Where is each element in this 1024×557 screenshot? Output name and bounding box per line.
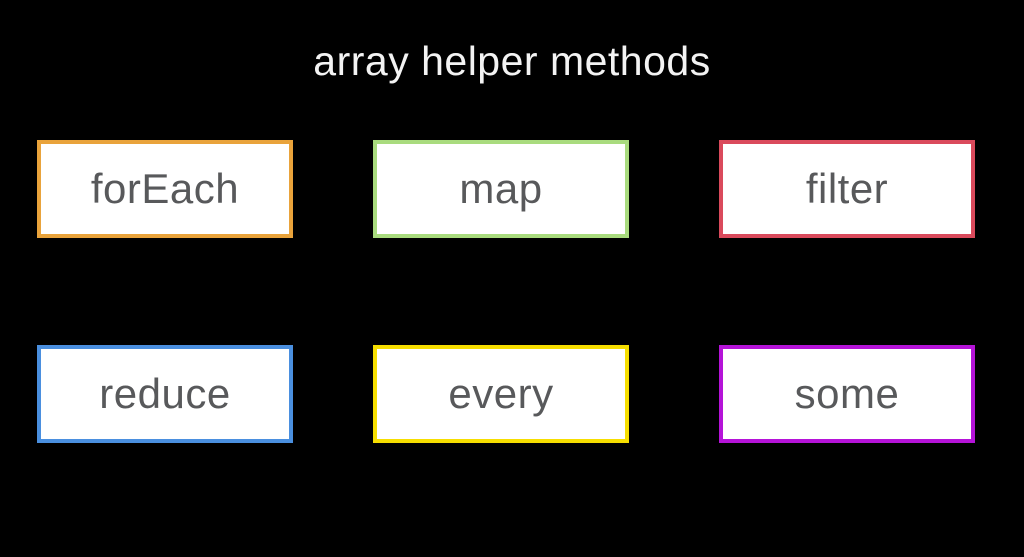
method-label-some: some: [794, 370, 900, 417]
method-box-reduce: reduce: [37, 345, 293, 443]
method-box-filter: filter: [719, 140, 975, 238]
method-box-foreach: forEach: [37, 140, 293, 238]
slide-title: array helper methods: [313, 38, 711, 84]
method-box-map: map: [373, 140, 629, 238]
method-label-reduce: reduce: [99, 370, 231, 417]
method-label-foreach: forEach: [90, 165, 240, 212]
method-label-filter: filter: [805, 165, 889, 212]
method-box-some: some: [719, 345, 975, 443]
method-label-map: map: [459, 165, 543, 212]
method-box-every: every: [373, 345, 629, 443]
method-label-every: every: [448, 370, 554, 417]
